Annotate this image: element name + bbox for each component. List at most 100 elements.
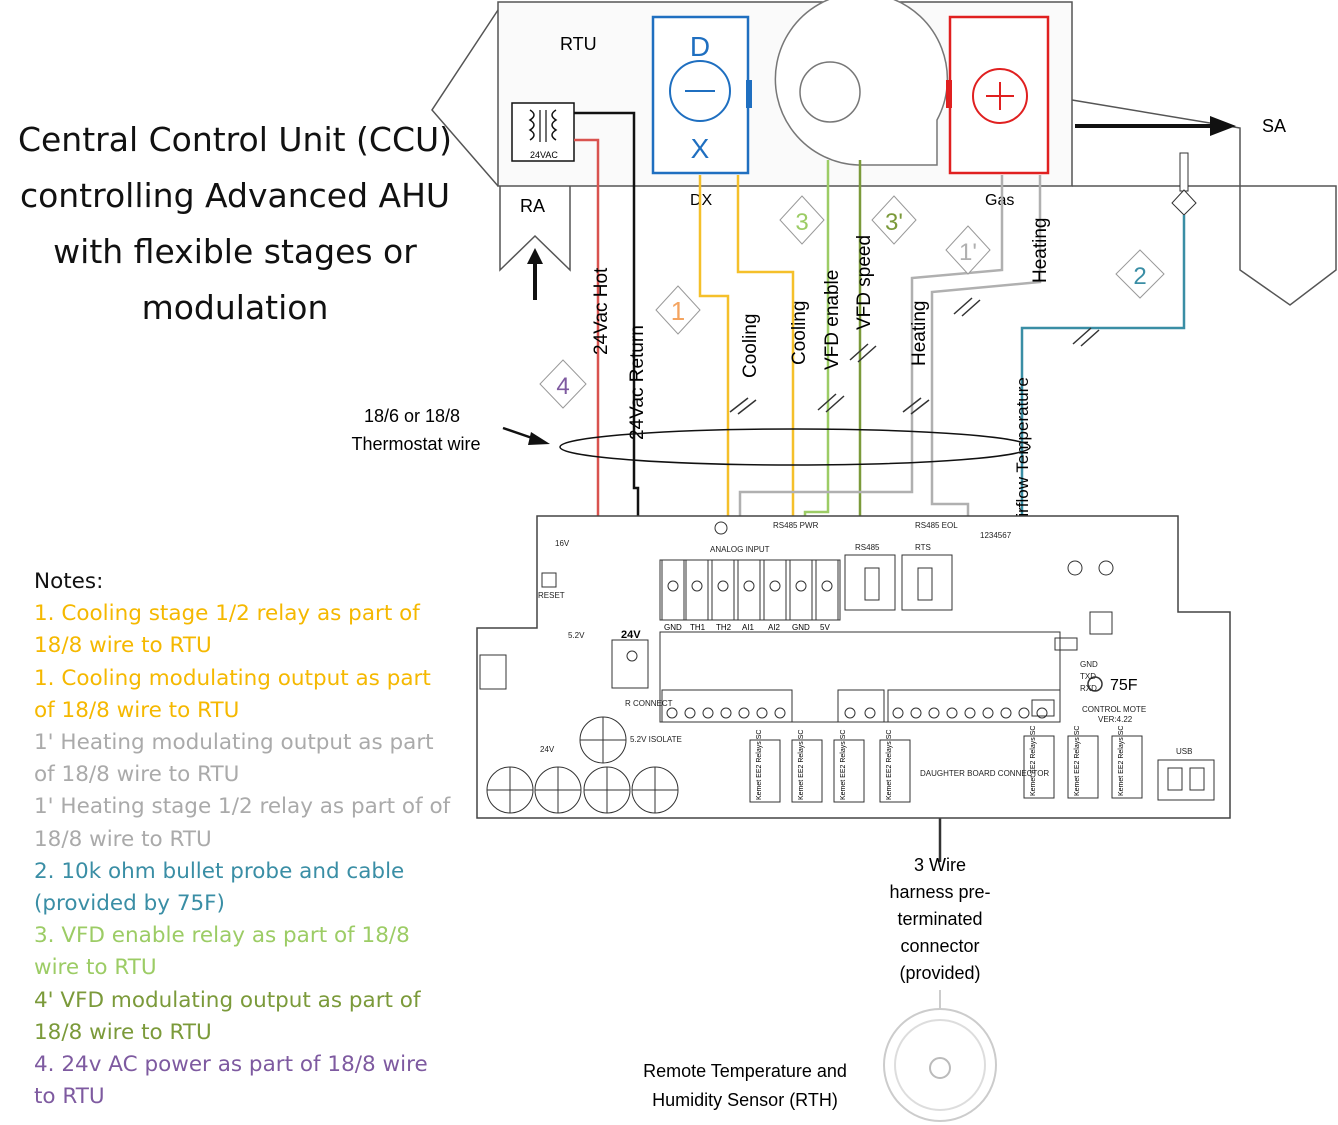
dx-coil — [651, 15, 752, 175]
board-rs485-pwr: RS485 PWR — [773, 521, 819, 530]
input-label-6: 5V — [820, 623, 830, 632]
thermostat-wire-bundle — [559, 428, 1031, 466]
note-2: 1. Cooling modulating output as part of … — [34, 665, 431, 723]
note-4: 1' Heating stage 1/2 relay as part of of… — [34, 794, 451, 852]
label-24vac-hot: 24Vac Hot — [591, 267, 612, 355]
title-line-2: controlling Advanced AHU — [19, 176, 451, 215]
rth-label-1: Humidity Sensor (RTH) — [652, 1090, 838, 1110]
transformer-icon — [511, 102, 575, 162]
harness-label-2: terminated — [897, 909, 982, 929]
label-vfd-enable: VFD enable — [822, 270, 843, 370]
input-label-5: GND — [792, 623, 810, 632]
board-5v2: 5.2V — [568, 631, 585, 640]
rtu-label: RTU — [560, 34, 597, 54]
harness-label-1: harness pre- — [889, 882, 990, 902]
fan-icon — [774, 0, 949, 166]
wire-break-marks — [729, 297, 1100, 415]
badge-3: 3 — [779, 195, 825, 245]
label-cooling-1: Cooling — [740, 314, 761, 378]
board-rs485: RS485 — [855, 543, 880, 552]
input-label-0: GND — [664, 623, 682, 632]
board-rts: RTS — [915, 543, 931, 552]
harness-label-4: (provided) — [899, 963, 980, 983]
controller-board — [476, 515, 1231, 819]
badge-1-prime-text: 1' — [959, 239, 977, 266]
badge-3-prime: 3' — [871, 195, 917, 245]
notes-panel: Notes: 1. Cooling stage 1/2 relay as par… — [34, 566, 454, 1113]
title-line-1: Central Control Unit (CCU) — [17, 120, 453, 159]
gas-heater — [946, 15, 1050, 175]
label-airflow-temperature: Airflow Temperature — [1013, 377, 1032, 528]
board-version: VER:4.22 — [1098, 715, 1133, 724]
dx-top-letter: D — [690, 31, 710, 62]
relay-label-3: Kemet EE2 Relays SC — [886, 730, 893, 800]
diagram-title: Central Control Unit (CCU) controlling A… — [0, 112, 470, 336]
label-vfd-speed: VFD speed — [854, 235, 875, 330]
input-label-1: TH1 — [690, 623, 706, 632]
terminal-screws — [666, 580, 1048, 719]
badge-2: 2 — [1115, 249, 1165, 299]
note-5: 2. 10k ohm bullet probe and cable (provi… — [34, 858, 405, 917]
board-analog-input: ANALOG INPUT — [710, 545, 770, 554]
dx-bottom-letter: X — [691, 133, 710, 164]
note-3: 1' Heating modulating output as part of … — [34, 730, 434, 788]
harness-label-0: 3 Wire — [914, 855, 966, 875]
board-control-mote: CONTROL MOTE — [1082, 705, 1146, 714]
relay-label-1: Kemet EE2 Relays SC — [798, 730, 805, 800]
input-label-2: TH2 — [716, 623, 732, 632]
note-7: 4' VFD modulating output as part of 18/8… — [34, 987, 421, 1045]
airflow-probe-icon — [1171, 152, 1197, 216]
board-r-connect: R CONNECT — [625, 699, 673, 708]
title-line-4: modulation — [141, 288, 329, 327]
ra-label: RA — [520, 196, 545, 216]
board-gnd: GND — [1080, 660, 1098, 669]
input-label-4: AI2 — [768, 623, 781, 632]
supply-air-arrow — [1075, 116, 1236, 136]
board-daughter: DAUGHTER BOARD CONNECTOR — [920, 769, 1049, 778]
board-brand: 75F — [1110, 677, 1138, 694]
harness-label-3: connector — [900, 936, 979, 956]
label-heating-1: Heating — [909, 301, 930, 367]
badge-2-text: 2 — [1133, 263, 1146, 290]
note-1: 1. Cooling stage 1/2 relay as part of 18… — [34, 601, 420, 659]
board-rs485-eol: RS485 EOL — [915, 521, 958, 530]
board-rxd: RXD — [1080, 684, 1097, 693]
rth-label-0: Remote Temperature and — [643, 1061, 847, 1081]
notes-header: Notes: — [34, 569, 104, 594]
label-heating-2: Heating — [1030, 218, 1051, 284]
board-usb: USB — [1176, 747, 1192, 756]
thermostat-arrow — [502, 426, 550, 445]
note-8: 4. 24v AC power as part of 18/8 wire to … — [34, 1052, 428, 1110]
badge-4: 4 — [539, 359, 587, 409]
board-24v: 24V — [621, 629, 641, 641]
board-16v: 16V — [555, 539, 570, 548]
label-cooling-2: Cooling — [789, 301, 810, 365]
badge-4-text: 4 — [556, 373, 569, 400]
badge-1: 1 — [655, 285, 701, 335]
note-6: 3. VFD enable relay as part of 18/8 wire… — [34, 923, 410, 981]
relay-label-5: Kemet EE2 Relays SC — [1074, 726, 1081, 796]
board-reset: RESET — [538, 591, 565, 600]
board-txd: TXD — [1080, 672, 1096, 681]
board-isolate: 5.2V ISOLATE — [630, 735, 682, 744]
return-air-arrow — [527, 248, 543, 300]
relay-label-0: Kemet EE2 Relays SC — [756, 730, 763, 800]
rth-sensor-icon — [883, 1008, 997, 1122]
label-24vac-return: 24Vac Return — [627, 325, 648, 440]
title-line-3: with flexible stages or — [53, 232, 417, 271]
relay-label-4: Kemet EE2 Relays SC — [1030, 726, 1037, 796]
gas-label: Gas — [985, 192, 1014, 209]
relay-label-2: Kemet EE2 Relays SC — [840, 730, 847, 800]
badge-3-text: 3 — [795, 209, 808, 236]
input-label-3: AI1 — [742, 623, 755, 632]
relay-label-6: Kemet EE2 Relays SC — [1118, 726, 1125, 796]
transformer-label: 24VAC — [530, 150, 558, 160]
dx-label: DX — [690, 192, 713, 209]
badge-3-prime-text: 3' — [885, 209, 903, 236]
thermostat-wire-label-2: Thermostat wire — [351, 434, 480, 454]
badge-1-prime: 1' — [945, 225, 991, 275]
badge-1-text: 1 — [671, 296, 685, 326]
sa-label: SA — [1262, 116, 1286, 136]
board-24v-b: 24V — [540, 745, 555, 754]
